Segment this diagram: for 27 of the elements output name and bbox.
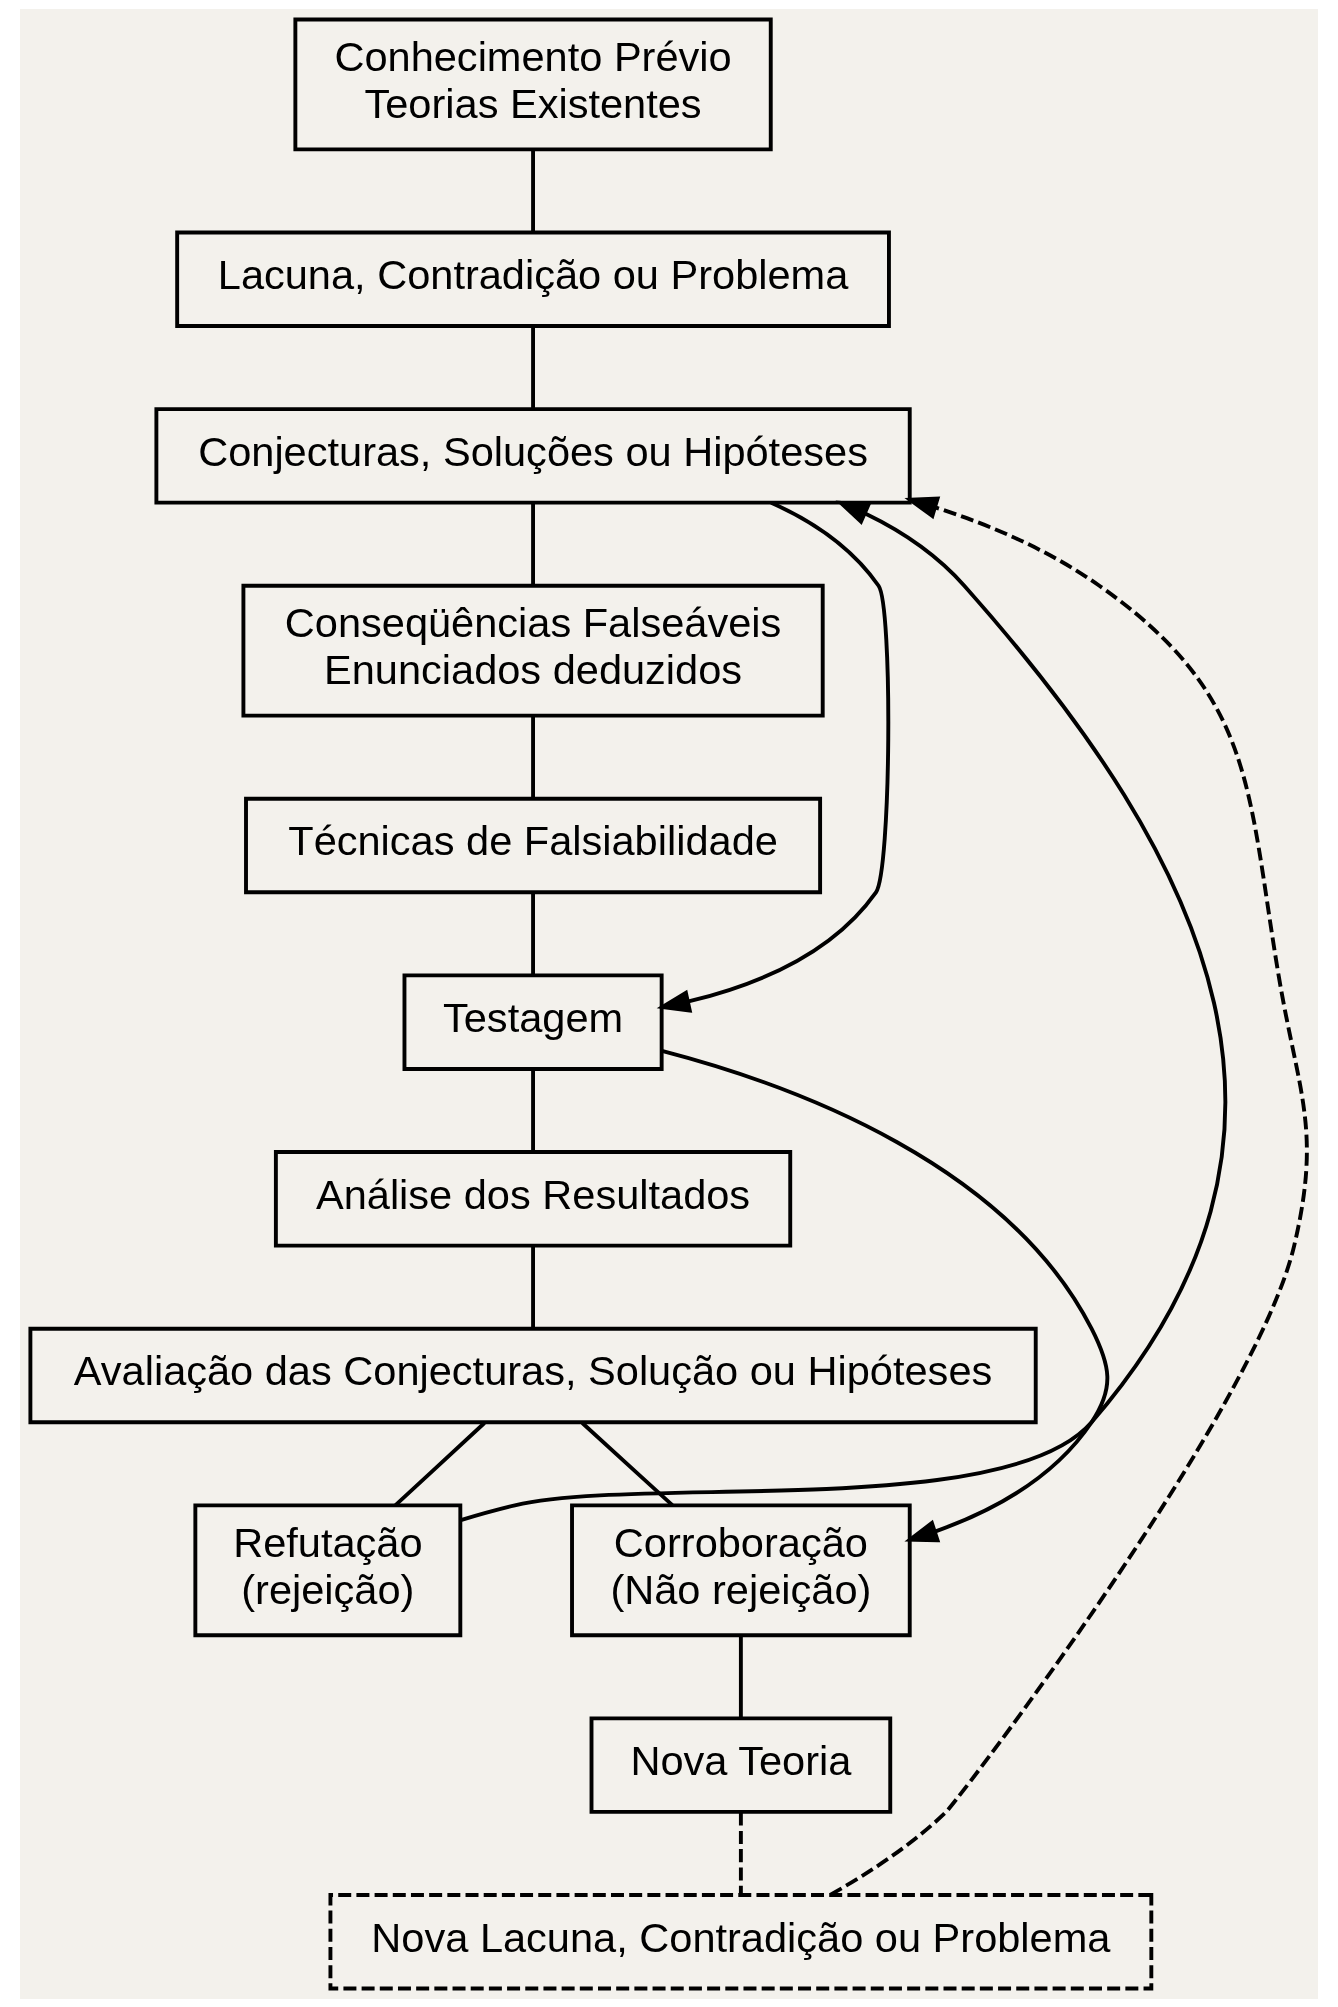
connector — [394, 1421, 486, 1507]
node-box: Avaliação das Conjecturas, Solução ou Hipóteses — [28, 1326, 1038, 1424]
node-box: Corroboração (Não rejeição) — [570, 1502, 912, 1637]
node-box: Técnicas de Falsiabilidade — [244, 796, 823, 894]
node-box: Conhecimento Prévio Teorias Existentes — [293, 17, 773, 151]
connector — [531, 149, 535, 232]
arrow — [661, 1048, 1110, 1542]
connector — [531, 326, 535, 408]
node-box: Testagem — [402, 972, 664, 1071]
arrow — [460, 499, 1227, 1522]
connector — [531, 1069, 535, 1151]
connector — [531, 715, 535, 798]
node-box: Conseqüências Falseáveis Enunciados deduzidos — [241, 583, 825, 718]
node-box: Nova Lacuna, Contradição ou Problema — [328, 1892, 1154, 1990]
arrow — [656, 500, 891, 1013]
node-box: Nova Teoria — [589, 1715, 893, 1814]
connector — [738, 1635, 743, 1718]
node-box: Análise dos Resultados — [273, 1149, 793, 1248]
node-box: Refutação (rejeição) — [193, 1502, 463, 1637]
arrow — [829, 496, 1309, 1896]
connector — [531, 502, 535, 586]
node-box: Conjecturas, Soluções ou Hipóteses — [154, 406, 912, 505]
connector — [581, 1421, 674, 1507]
node-box: Lacuna, Contradição ou Problema — [175, 230, 891, 328]
connector — [531, 892, 535, 974]
connector — [738, 1812, 743, 1894]
connector — [531, 1246, 535, 1328]
